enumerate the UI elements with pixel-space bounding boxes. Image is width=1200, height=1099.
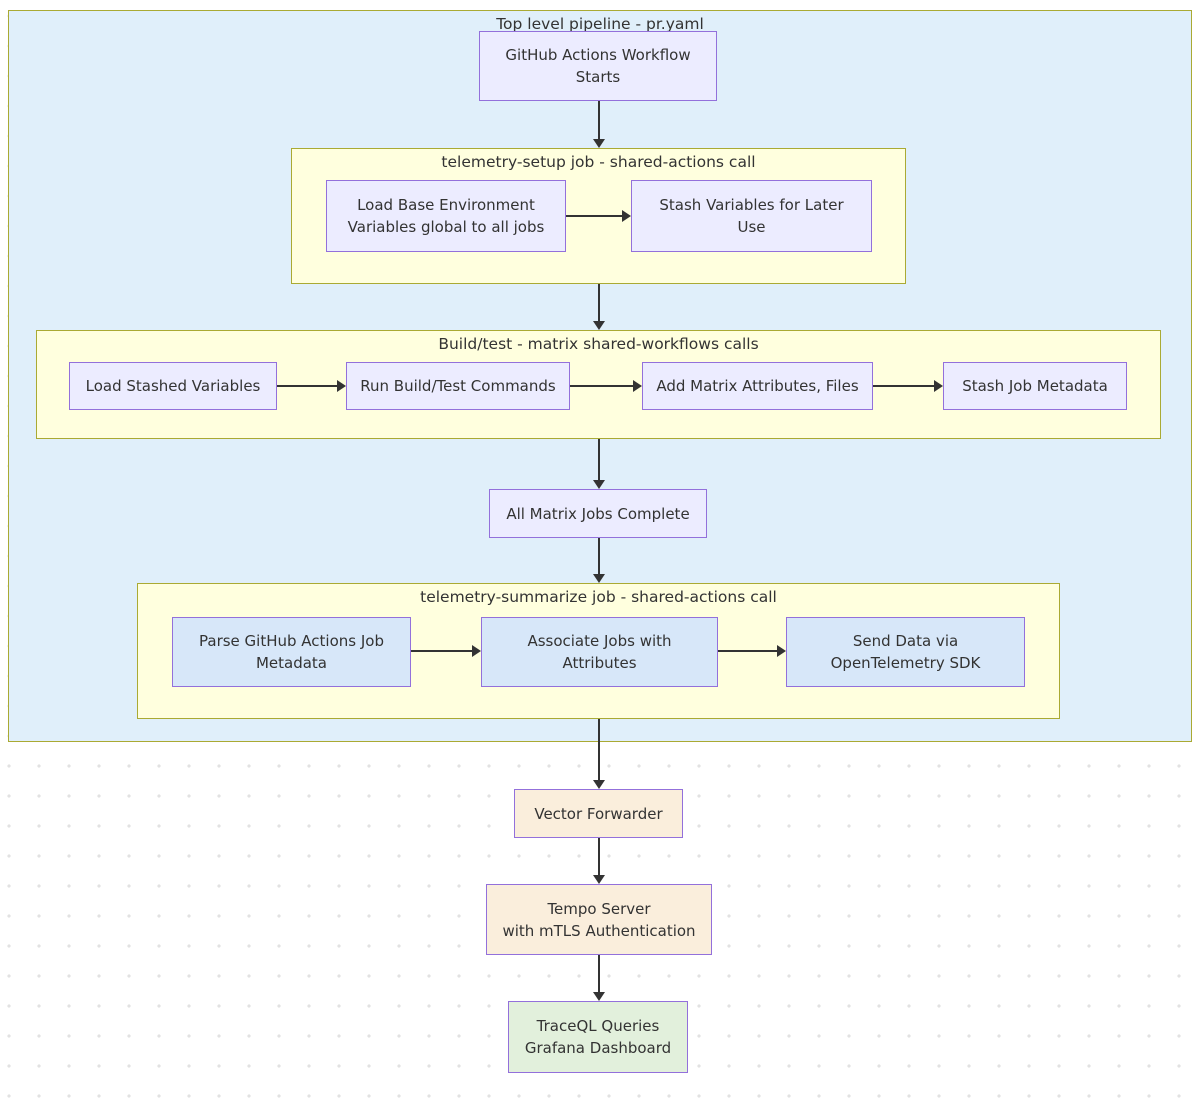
node-tempo-server: Tempo Server with mTLS Authentication [486,884,712,955]
node-parse-job-metadata: Parse GitHub Actions Job Metadata [172,617,411,687]
arrowhead-right-icon [337,380,346,392]
edge-tempo-to-traceql [598,955,600,992]
node-traceql-grafana-dashboard: TraceQL Queries Grafana Dashboard [508,1001,688,1073]
arrowhead-right-icon [622,210,631,222]
cluster-title-telemetry-summarize-job: telemetry-summarize job - shared-actions… [420,588,777,606]
edge-run-build-to-add-matrix [570,385,633,387]
node-stash-variables: Stash Variables for Later Use [631,180,872,252]
edge-build-to-all-complete [598,439,600,480]
node-stash-job-metadata: Stash Job Metadata [943,362,1127,410]
cluster-title-build-test-matrix: Build/test - matrix shared-workflows cal… [438,335,759,353]
arrowhead-right-icon [472,645,481,657]
arrowhead-down-icon [593,480,605,489]
arrowhead-down-icon [593,780,605,789]
arrowhead-down-icon [593,321,605,330]
edge-start-to-setup [598,101,600,139]
node-load-base-environment: Load Base Environment Variables global t… [326,180,566,252]
arrowhead-right-icon [633,380,642,392]
node-workflow-start: GitHub Actions Workflow Starts [479,31,717,101]
arrowhead-down-icon [593,992,605,1001]
cluster-title-telemetry-setup-job: telemetry-setup job - shared-actions cal… [441,153,756,171]
edge-load-env-to-stash-vars [566,215,622,217]
edge-setup-to-build [598,284,600,321]
arrowhead-down-icon [593,574,605,583]
node-vector-forwarder: Vector Forwarder [514,789,683,838]
edge-all-complete-to-summarize [598,538,600,574]
node-load-stashed-variables: Load Stashed Variables [69,362,277,410]
edge-summarize-to-vector [598,719,600,780]
edge-vector-to-tempo [598,838,600,875]
node-send-data-otel-sdk: Send Data via OpenTelemetry SDK [786,617,1025,687]
arrowhead-down-icon [593,139,605,148]
edge-add-matrix-to-stash-meta [873,385,934,387]
edge-load-stashed-to-run-build [277,385,337,387]
node-add-matrix-attributes: Add Matrix Attributes, Files [642,362,873,410]
node-run-build-test-commands: Run Build/Test Commands [346,362,570,410]
cluster-title-top-level-pipeline: Top level pipeline - pr.yaml [496,15,704,33]
arrowhead-right-icon [934,380,943,392]
arrowhead-right-icon [777,645,786,657]
node-all-matrix-jobs-complete: All Matrix Jobs Complete [489,489,707,538]
node-associate-jobs-attributes: Associate Jobs with Attributes [481,617,718,687]
edge-associate-to-send-data [718,650,777,652]
arrowhead-down-icon [593,875,605,884]
edge-parse-meta-to-associate [411,650,472,652]
